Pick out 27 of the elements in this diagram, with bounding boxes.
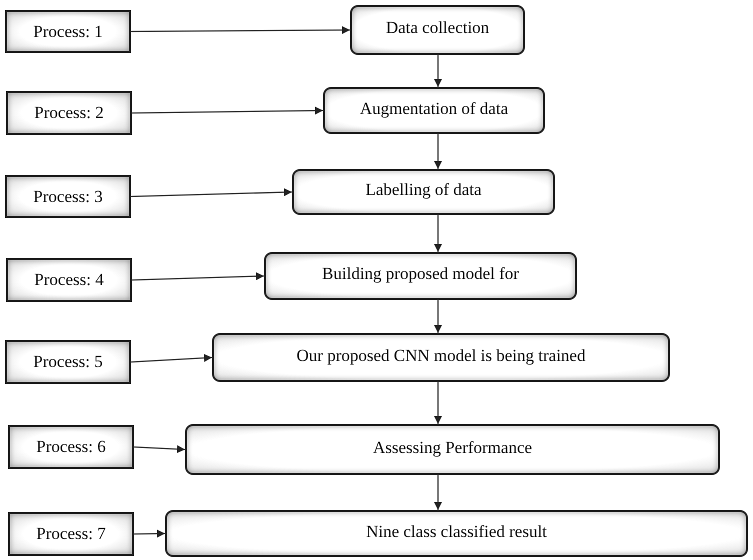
arrow: [134, 445, 186, 454]
process-step-box: Labelling of data: [292, 169, 555, 215]
arrow: [132, 106, 323, 115]
process-step-box: Nine class classified result: [165, 510, 748, 557]
arrow: [434, 475, 442, 510]
arrow: [434, 215, 442, 252]
process-step-box: Augmentation of data: [323, 87, 545, 134]
process-label-box: Process: 3: [5, 175, 131, 218]
arrow: [434, 55, 442, 87]
arrow: [434, 382, 442, 424]
arrow: [131, 26, 350, 34]
process-step-box: Assessing Performance: [185, 424, 720, 475]
process-step-box: Our proposed CNN model is being trained: [212, 333, 670, 382]
arrow: [434, 134, 442, 169]
process-label-box: Process: 7: [8, 512, 134, 556]
arrow: [134, 530, 166, 538]
arrow: [130, 354, 212, 363]
process-label-box: Process: 5: [5, 340, 131, 384]
process-step-box: Data collection: [350, 5, 525, 55]
process-step-box: Building proposed model for: [264, 252, 577, 300]
arrow: [130, 188, 292, 198]
process-label-box: Process: 2: [6, 91, 132, 135]
arrow: [434, 300, 442, 333]
arrow: [132, 272, 264, 281]
process-label-box: Process: 6: [8, 425, 134, 469]
process-label-box: Process: 4: [6, 258, 132, 302]
process-label-box: Process: 1: [5, 10, 131, 53]
